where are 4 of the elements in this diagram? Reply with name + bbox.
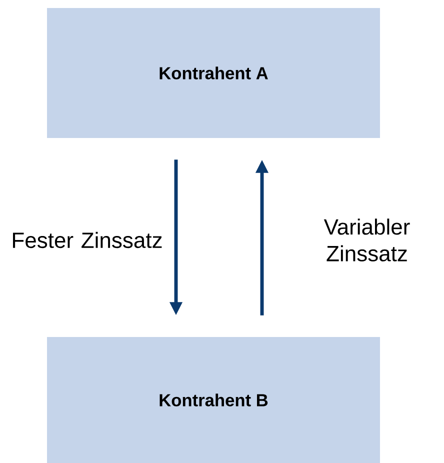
party-box: Kontrahent A xyxy=(47,8,380,138)
edge-label: Variabler Zinssatz xyxy=(324,218,410,262)
party-box: Kontrahent B xyxy=(47,337,380,463)
edge-label: Fester Zinssatz xyxy=(13,232,162,248)
